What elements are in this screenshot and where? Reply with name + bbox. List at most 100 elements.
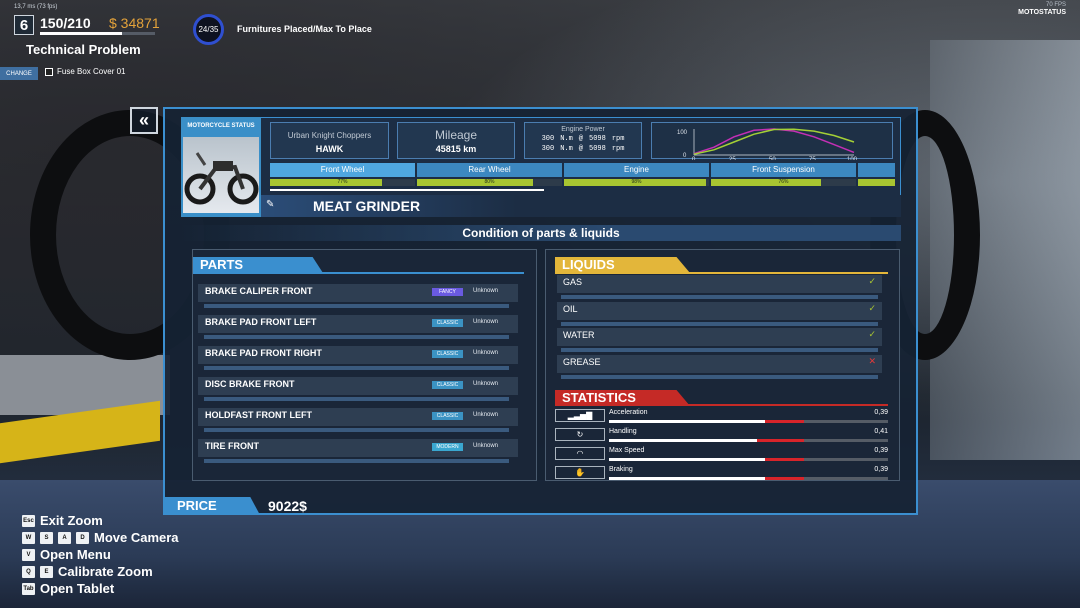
part-condition-bar xyxy=(204,459,509,463)
tab-f[interactable]: F xyxy=(858,163,895,190)
part-condition-bar xyxy=(204,366,509,370)
price-value: 9022$ xyxy=(268,498,307,514)
liquid-row[interactable]: WATER✓ xyxy=(557,328,882,353)
graph-x-tick: 0 xyxy=(692,157,696,160)
part-name: DISC BRAKE FRONT xyxy=(205,379,295,389)
torque-unit: N.m xyxy=(560,135,573,143)
change-button[interactable]: CHANGE xyxy=(0,67,38,80)
key-cap: A xyxy=(58,531,71,544)
torque-row-1: 300 N.m @ 5098 rpm xyxy=(525,135,641,143)
torque-row-2: 300 N.m @ 5098 rpm xyxy=(525,145,641,153)
stat-bar xyxy=(609,420,888,423)
model-name: HAWK xyxy=(315,144,344,154)
mileage-value: 45815 km xyxy=(435,144,477,154)
task-label: Fuse Box Cover 01 xyxy=(57,67,126,76)
graph-x-tick: 75 xyxy=(809,157,816,160)
brake-icon: ✋ xyxy=(555,466,605,479)
check-icon: ✓ xyxy=(868,302,876,313)
part-status: Unknown xyxy=(473,412,499,418)
liquid-name: WATER xyxy=(563,330,595,340)
torque-value: 300 xyxy=(541,145,555,153)
part-status: Unknown xyxy=(473,288,499,294)
liquid-row-background xyxy=(557,354,882,373)
tab-condition-bar: 76% xyxy=(711,179,856,186)
bike-name-strip xyxy=(261,195,901,217)
liquid-name: GREASE xyxy=(563,356,601,367)
liquids-header-line xyxy=(555,272,888,274)
rpm-value: 5098 xyxy=(589,135,606,143)
liquid-row[interactable]: GAS✓ xyxy=(557,275,882,300)
task-checkbox[interactable] xyxy=(45,67,53,76)
key-hint-label: Move Camera xyxy=(94,530,179,545)
parts-header-line xyxy=(193,272,524,274)
stat-bar-base xyxy=(609,458,766,461)
studio-logo: MOTOSTATUS xyxy=(1018,9,1066,16)
tab-label: Rear Wheel xyxy=(417,163,562,177)
stat-bar-base xyxy=(609,439,757,442)
liquid-level-bar xyxy=(561,374,878,379)
part-quality-badge: CLASSIC xyxy=(432,319,463,327)
furniture-progress-circle: 24/35 xyxy=(193,14,224,45)
stat-name: Max Speed xyxy=(609,447,645,454)
perf-counter: 13,7 ms (73 fps) xyxy=(14,4,58,10)
tab-condition-percent: 80% xyxy=(484,179,495,185)
tab-front-suspension[interactable]: Front Suspension 76% xyxy=(711,163,856,190)
stat-bar-potential xyxy=(765,477,805,480)
tab-condition-fill xyxy=(858,179,895,186)
bike-name: MEAT GRINDER xyxy=(313,198,421,214)
part-status: Unknown xyxy=(473,319,499,325)
engine-power-box: Engine Power 300 N.m @ 5098 rpm 300 N.m … xyxy=(524,122,642,159)
stat-bar-base xyxy=(609,477,766,480)
part-name: HOLDFAST FRONT LEFT xyxy=(205,410,312,420)
statistics-header: STATISTICS xyxy=(555,390,690,406)
part-name: BRAKE PAD FRONT LEFT xyxy=(205,317,317,327)
back-button[interactable]: « xyxy=(130,107,158,134)
part-status: Unknown xyxy=(473,350,499,356)
job-title: Technical Problem xyxy=(26,42,141,57)
level-badge: 6 xyxy=(14,15,34,35)
liquid-row[interactable]: OIL✓ xyxy=(557,301,882,327)
part-name: TIRE FRONT xyxy=(205,441,259,451)
stat-bar xyxy=(609,439,888,442)
furniture-label: Furnitures Placed/Max To Place xyxy=(237,24,372,34)
stat-bar-potential xyxy=(756,439,805,442)
part-status: Unknown xyxy=(473,443,499,449)
part-condition-bar xyxy=(204,397,509,401)
tab-rear-wheel[interactable]: Rear Wheel 80% xyxy=(417,163,562,190)
key-cap: W xyxy=(22,531,35,544)
graph-y-tick: 100 xyxy=(677,130,688,136)
xp-counter: 150/210 xyxy=(40,15,91,31)
liquid-row[interactable]: GREASE✕ xyxy=(557,354,882,380)
part-row[interactable]: BRAKE PAD FRONT LEFT CLASSIC Unknown xyxy=(198,315,518,340)
stat-value: 0,39 xyxy=(874,466,888,473)
part-condition-bar xyxy=(204,335,509,339)
tab-label: Front Suspension xyxy=(711,163,856,177)
at-sign: @ xyxy=(578,145,583,153)
pencil-icon[interactable]: ✎ xyxy=(266,199,275,210)
task-item[interactable]: Fuse Box Cover 01 xyxy=(45,67,125,76)
tabs-scrollbar[interactable] xyxy=(270,189,544,191)
key-hint-label: Open Tablet xyxy=(40,581,115,596)
rpm-unit: rpm xyxy=(611,135,625,143)
stat-bar-potential xyxy=(765,458,805,461)
tab-condition-fill xyxy=(711,179,822,186)
part-quality-badge: CLASSIC xyxy=(432,350,463,358)
power-curve-graph: 100 0 0 25 50 75 100 xyxy=(651,122,893,163)
xp-bar xyxy=(40,32,155,35)
stat-value: 0,39 xyxy=(874,447,888,454)
